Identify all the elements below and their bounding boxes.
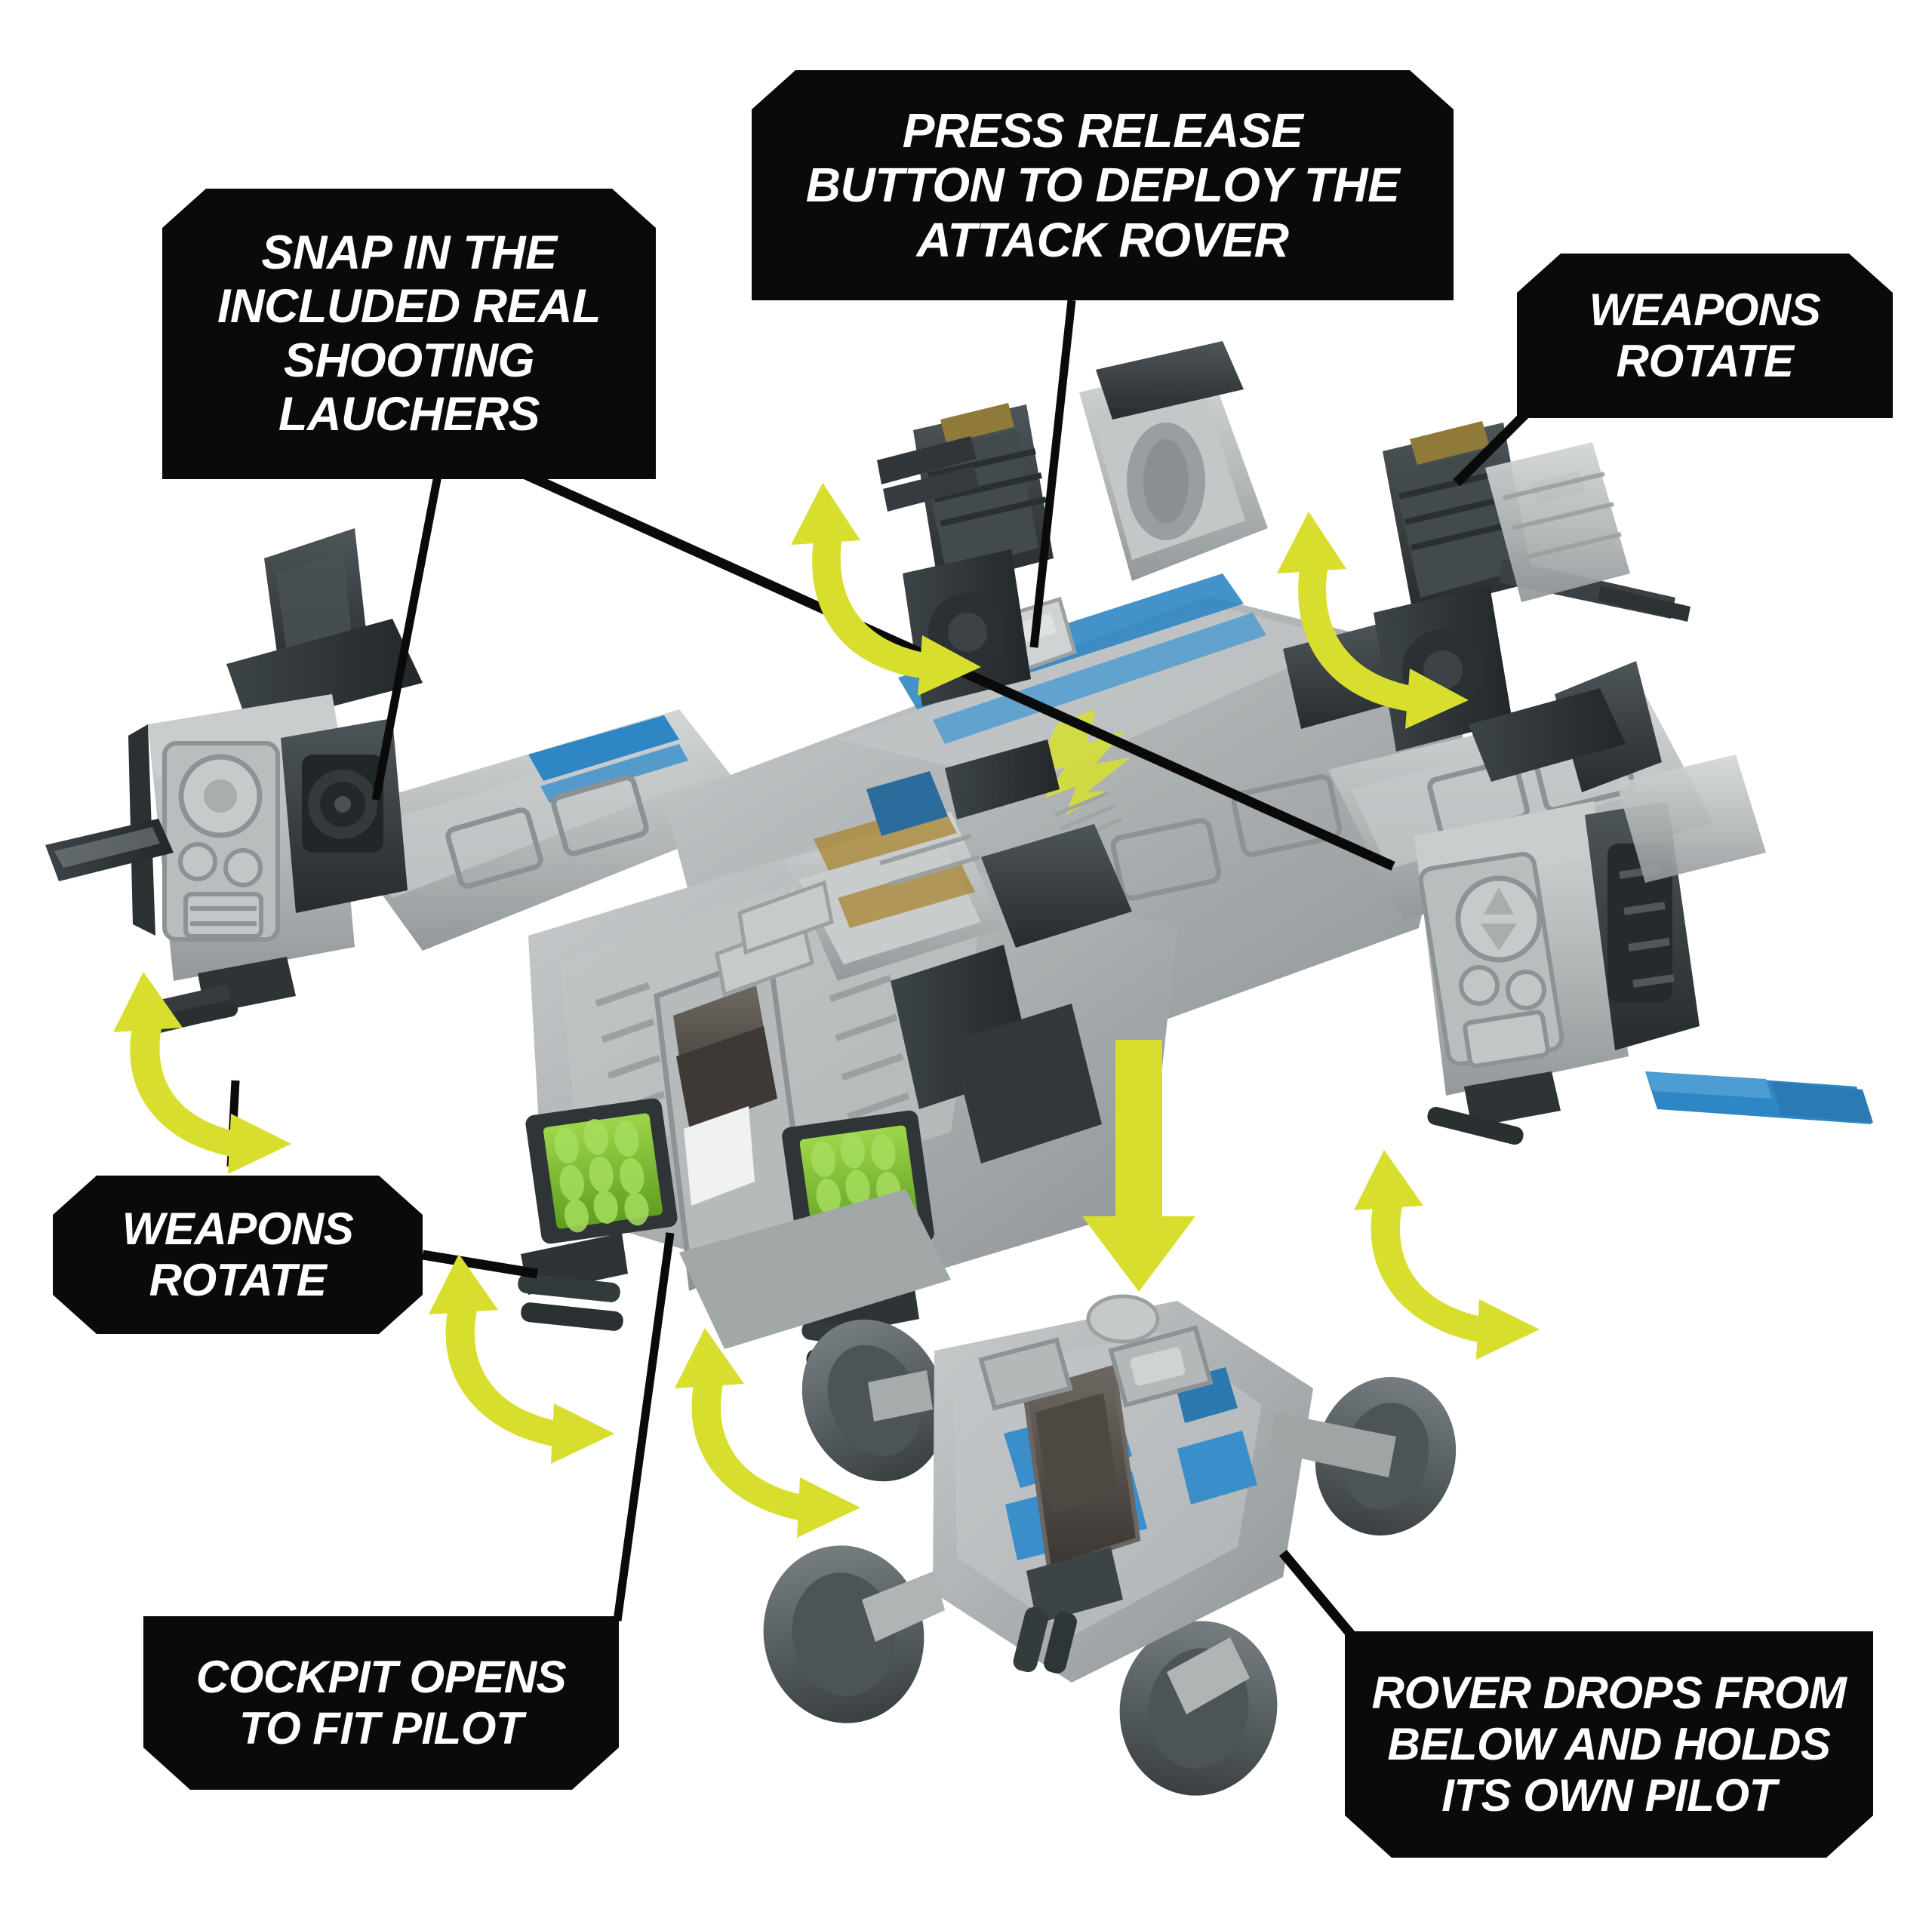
callout-snap-in-launchers[interactable]: SNAP IN THE INCLUDED REAL SHOOTING LAUCH… [162,189,656,479]
left-weapon-pod [45,694,408,1035]
callout-line: SNAP IN THE [261,226,557,280]
callout-line: ROTATE [1616,336,1794,386]
callout-line: ROTATE [149,1255,327,1305]
callout-line: COCKPIT OPENS [195,1652,567,1703]
callout-line: PRESS RELEASE [902,103,1303,158]
callout-line: ROVER DROPS FROM [1371,1668,1847,1719]
rover-canopy[interactable] [1022,1364,1141,1571]
callout-line: LAUCHERS [278,387,540,441]
cockpit-section [518,771,1177,1382]
rover-illustration [763,1294,1457,1796]
callout-line: INCLUDED REAL [217,280,601,334]
right-weapon-pod [1414,755,1873,1145]
callout-press-release-button[interactable]: PRESS RELEASE BUTTON TO DEPLOY THE ATTAC… [752,70,1454,300]
callout-cockpit-opens[interactable]: COCKPIT OPENS TO FIT PILOT [143,1616,619,1790]
callout-line: ITS OWN PILOT [1441,1769,1777,1821]
callout-line: WEAPONS [1589,284,1821,336]
callout-rover-drops[interactable]: ROVER DROPS FROM BELOW AND HOLDS ITS OWN… [1345,1631,1873,1858]
callout-line: SHOOTING [283,334,534,387]
callout-line: ATTACK ROVER [916,212,1289,267]
rear-left-weapon-cluster [877,403,1054,706]
right-rotating-gun [1427,1071,1561,1145]
callout-weapons-rotate-left[interactable]: WEAPONS ROTATE [53,1176,423,1334]
cockpit-canopy[interactable] [654,880,834,1292]
front-left-rotating-guns [518,1233,628,1331]
missile-pod-left [525,1098,678,1244]
callout-weapons-rotate-top-right[interactable]: WEAPONS ROTATE [1517,254,1893,418]
rover-front-gun [1013,1547,1123,1674]
callout-line: TO FIT PILOT [238,1703,524,1754]
callout-line: BUTTON TO DEPLOY THE [805,158,1400,213]
callout-line: WEAPONS [122,1203,354,1255]
callout-line: BELOW AND HOLDS [1387,1719,1831,1770]
